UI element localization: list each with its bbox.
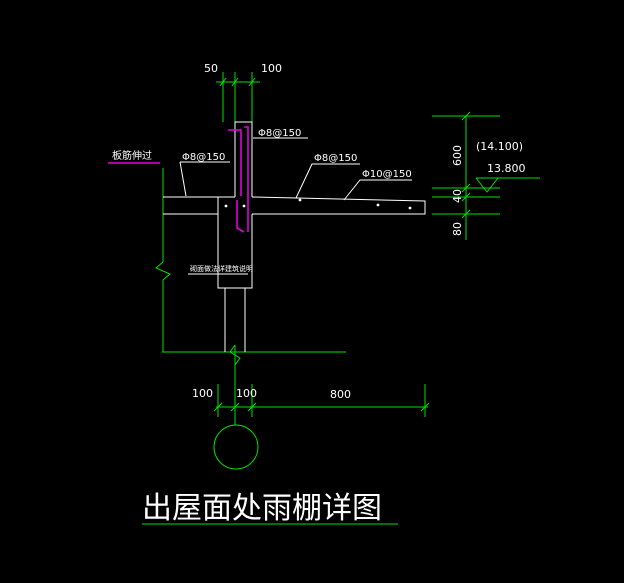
elevation-upper: (14.100) [476,140,523,153]
rebar-label-top: Φ8@150 [258,128,301,139]
rebar-label-left: Φ8@150 [182,152,225,163]
leader [343,179,412,201]
note-wall: 砌面做法详建筑说明 [190,264,253,273]
tick [461,192,471,202]
rebar-dot [224,204,228,208]
tick [461,209,471,219]
tick [231,77,239,87]
label-leaders [179,137,412,275]
elevation-lower: 13.800 [487,162,526,175]
break-mark-axis [229,344,241,366]
rebar-dot [298,198,302,202]
rebar-dot [242,204,246,208]
elevation-triangle [475,177,499,193]
right-dimension-chain [432,111,500,240]
concrete-section [163,121,426,352]
dim-height-40: 40 [451,189,464,203]
dim-top-right: 100 [261,62,282,75]
rebar-label-mid: Φ8@150 [314,153,357,164]
tick [420,402,430,412]
axis-bubble [213,424,259,470]
bottom-dimension-chain [213,384,430,417]
tick [461,183,471,193]
rebar-dot [376,203,380,207]
beam-outline [217,197,253,289]
rebar-hook [236,200,245,233]
elevation-marker [475,177,540,193]
leader [179,161,187,197]
drawing-title: 出屋面处雨棚详图 [142,491,382,526]
leader [295,163,360,199]
rebar-lines [108,126,249,233]
tick [247,402,257,412]
dim-bottom-left: 100 [192,387,213,400]
note-slab: 板筋伸过 [112,149,152,162]
dim-height-600: 600 [451,145,464,166]
dim-height-80: 80 [451,222,464,236]
canopy-outline [251,196,426,215]
tick [248,77,256,87]
dim-bottom-mid: 100 [236,387,257,400]
left-wall-lines [155,168,180,352]
parapet-outline [234,121,253,197]
dim-top-left: 50 [204,62,218,75]
dim-bottom-span: 800 [330,388,351,401]
rebar-dot [408,206,412,210]
rebar-label-right: Φ10@150 [362,169,412,180]
tick [219,77,227,87]
break-mark [155,261,171,281]
top-dimension-chain [216,72,260,122]
rebar-vertical [244,126,249,232]
rebar-parapet [228,129,242,196]
tick [213,402,223,412]
tick [461,111,471,121]
